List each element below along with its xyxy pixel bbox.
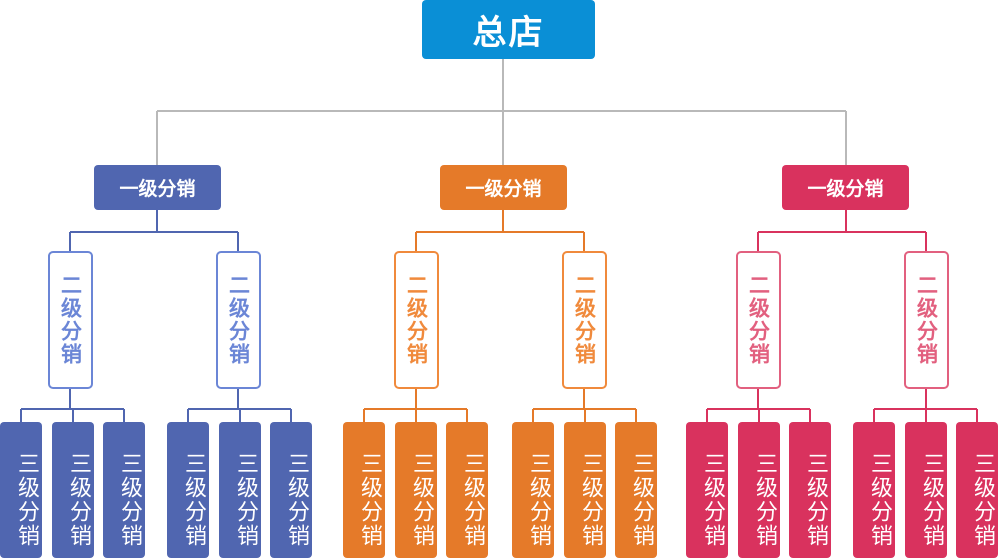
level3-node-3-1-2: 三级分销 [738,422,780,558]
level3-node-2-2-1: 三级分销 [512,422,554,558]
level3-node-3-1-1: 三级分销 [686,422,728,558]
level1-node-3: 一级分销 [782,165,909,210]
level3-node-1-2-2: 三级分销 [219,422,261,558]
level2-node-1-1: 二级分销 [48,251,93,389]
level3-node-2-1-2: 三级分销 [395,422,437,558]
level3-node-3-2-2: 三级分销 [905,422,947,558]
level2-node-2-1: 二级分销 [394,251,439,389]
level3-node-3-2-3: 三级分销 [956,422,998,558]
level3-node-1-2-1: 三级分销 [167,422,209,558]
level2-node-3-2: 二级分销 [904,251,949,389]
level1-node-1: 一级分销 [94,165,221,210]
level3-node-1-1-3: 三级分销 [103,422,145,558]
level3-node-3-2-1: 三级分销 [853,422,895,558]
level1-node-2: 一级分销 [440,165,567,210]
level3-node-3-1-3: 三级分销 [789,422,831,558]
level3-node-2-2-3: 三级分销 [615,422,657,558]
level2-node-1-2: 二级分销 [216,251,261,389]
level2-node-3-1: 二级分销 [736,251,781,389]
level3-node-1-1-1: 三级分销 [0,422,42,558]
level3-node-2-1-1: 三级分销 [343,422,385,558]
level3-node-1-1-2: 三级分销 [52,422,94,558]
level3-node-2-2-2: 三级分销 [564,422,606,558]
level2-node-2-2: 二级分销 [562,251,607,389]
root-node-headquarters: 总店 [422,0,595,59]
level3-node-2-1-3: 三级分销 [446,422,488,558]
level3-node-1-2-3: 三级分销 [270,422,312,558]
